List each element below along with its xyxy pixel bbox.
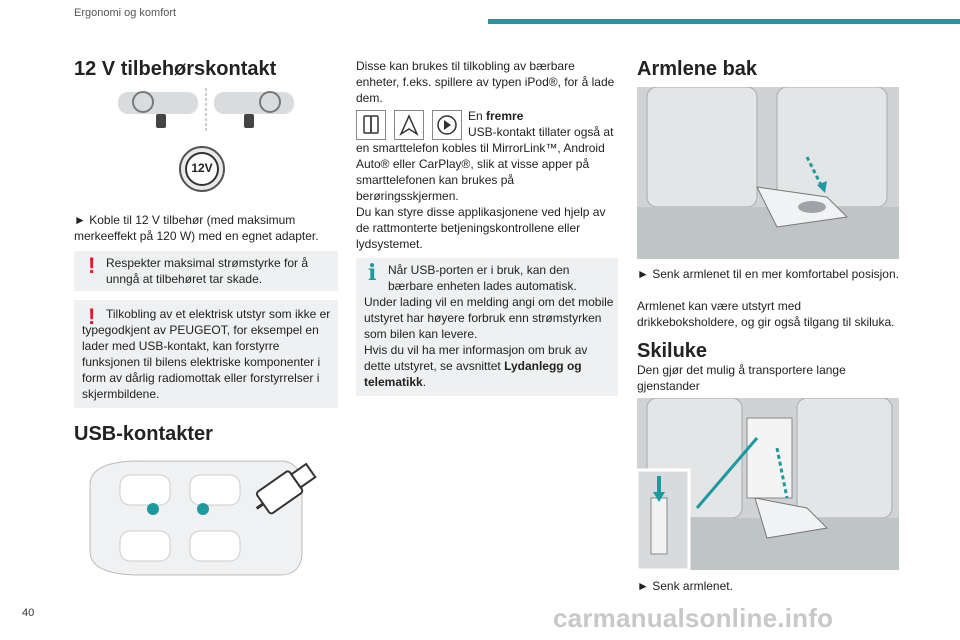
info-text-b: Under lading vil en melding angi om det …: [364, 295, 614, 341]
text-span: .: [422, 375, 427, 389]
warning-icon: !: [88, 253, 96, 278]
title-12v-socket: 12 V tilbehørskontakt: [74, 58, 277, 80]
carplay-icon: [432, 110, 462, 140]
usb-paragraph-2-start: En fremre: [468, 108, 618, 124]
title-usb: USB-kontakter: [74, 423, 213, 445]
warning-box-2: ! Tilkobling av et elektrisk utstyr som …: [74, 300, 338, 408]
section-header: Ergonomi og komfort: [74, 7, 177, 19]
ski-hatch-instruction: ► Senk armlenet.: [637, 579, 733, 593]
instruction-12v: ► Koble til 12 V tilbehør (med maksimum …: [74, 213, 319, 243]
info-box: i Når USB-porten er i bruk, kan den bærb…: [356, 258, 618, 396]
socket-label: 12V: [191, 161, 213, 175]
title-armrest: Armlene bak: [637, 58, 758, 80]
steering-wheel-diagram: [118, 88, 304, 132]
ski-hatch-description: Den gjør det mulig å transportere lange …: [637, 363, 846, 393]
info-text-a: Når USB-porten er i bruk, kan den bærbar…: [388, 263, 577, 293]
title-ski-hatch: Skiluke: [637, 340, 708, 362]
12v-socket-icon: 12V: [179, 146, 225, 192]
usb-paragraph-1: Disse kan brukes til tilkobling av bærba…: [356, 59, 615, 105]
warning-text-1: Respekter maksimal strømstyrke for å unn…: [106, 256, 309, 286]
armrest-description: Armlenet kan være utstyrt med drikkeboks…: [637, 299, 895, 329]
text-span: Hvis du vil ha mer informasjon om bruk a…: [364, 343, 588, 373]
warning-icon: !: [88, 304, 96, 329]
text-span: En: [468, 109, 487, 123]
car-usb-diagram: [80, 455, 330, 580]
link-audio-telematics[interactable]: Lydanlegg og telematikk: [364, 359, 582, 389]
bold-front: fremre: [486, 109, 524, 123]
mirrorlink-icon: [356, 110, 386, 140]
armrest-instruction: ► Senk armlenet til en mer komfortabel p…: [637, 267, 899, 281]
usb-paragraph-3: Du kan styre disse applikasjonene ved hj…: [356, 205, 606, 251]
usb-paragraph-2: USB-kontakt tillater også at en smarttel…: [356, 125, 614, 203]
page-number: 40: [22, 607, 35, 619]
header-accent-bar: [488, 19, 960, 24]
info-icon: i: [368, 260, 377, 286]
warning-box-1: ! Respekter maksimal strømstyrke for å u…: [74, 251, 338, 291]
armrest-photo: [637, 87, 899, 259]
warning-text-2: Tilkobling av et elektrisk utstyr som ik…: [82, 307, 331, 401]
watermark: carmanualsonline.info: [553, 603, 834, 633]
ski-hatch-photo: [637, 398, 899, 570]
info-text-c: Hvis du vil ha mer informasjon om bruk a…: [364, 342, 614, 390]
android-auto-icon: [394, 110, 424, 140]
